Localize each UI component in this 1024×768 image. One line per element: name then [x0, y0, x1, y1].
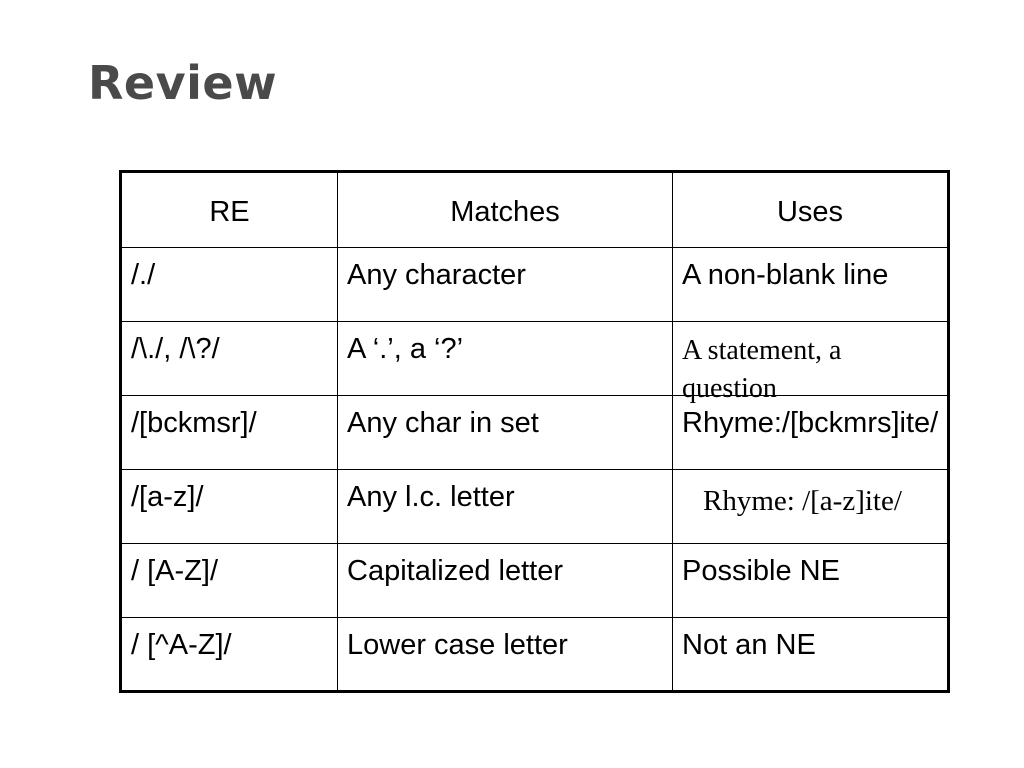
cell-uses-text: Rhyme:/[bckmrs]ite/	[682, 407, 939, 439]
header-uses: Uses	[672, 171, 949, 248]
review-table: RE Matches Uses /./ Any character A non-…	[119, 170, 950, 693]
cell-matches: Any l.c. letter	[337, 469, 673, 544]
cell-uses: Rhyme: /[a-z]ite/	[672, 469, 949, 544]
cell-matches: Capitalized letter	[337, 543, 673, 618]
slide-title: Review	[88, 56, 278, 110]
cell-matches: Any char in set	[337, 395, 673, 470]
cell-matches: Lower case letter	[337, 617, 673, 692]
cell-uses: Rhyme:/[bckmrs]ite/	[672, 395, 949, 470]
cell-re: / [A-Z]/	[120, 543, 338, 618]
table-row: / [A-Z]/ Capitalized letter Possible NE	[120, 543, 949, 618]
cell-re: /[bckmsr]/	[120, 395, 338, 470]
cell-re: /\./, /\?/	[120, 321, 338, 396]
cell-re: /./	[120, 247, 338, 322]
cell-uses: A non-blank line	[672, 247, 949, 322]
table-header-row: RE Matches Uses	[120, 171, 949, 248]
table-row: /\./, /\?/ A ‘.’, a ‘?’ A statement, a q…	[120, 321, 949, 404]
table-row: / [^A-Z]/ Lower case letter Not an NE	[120, 617, 949, 692]
cell-matches: A ‘.’, a ‘?’	[337, 321, 673, 396]
cell-uses: A statement, a question	[672, 321, 949, 404]
header-matches: Matches	[337, 171, 673, 248]
cell-uses: Possible NE	[672, 543, 949, 618]
header-re: RE	[120, 171, 338, 248]
table-row: /[bckmsr]/ Any char in set Rhyme:/[bckmr…	[120, 395, 949, 470]
cell-matches: Any character	[337, 247, 673, 322]
table-row: /[a-z]/ Any l.c. letter Rhyme: /[a-z]ite…	[120, 469, 949, 544]
cell-re: / [^A-Z]/	[120, 617, 338, 692]
table-row: /./ Any character A non-blank line	[120, 247, 949, 322]
cell-re: /[a-z]/	[120, 469, 338, 544]
cell-uses-text: A statement, a question	[682, 335, 842, 404]
cell-uses: Not an NE	[672, 617, 949, 692]
